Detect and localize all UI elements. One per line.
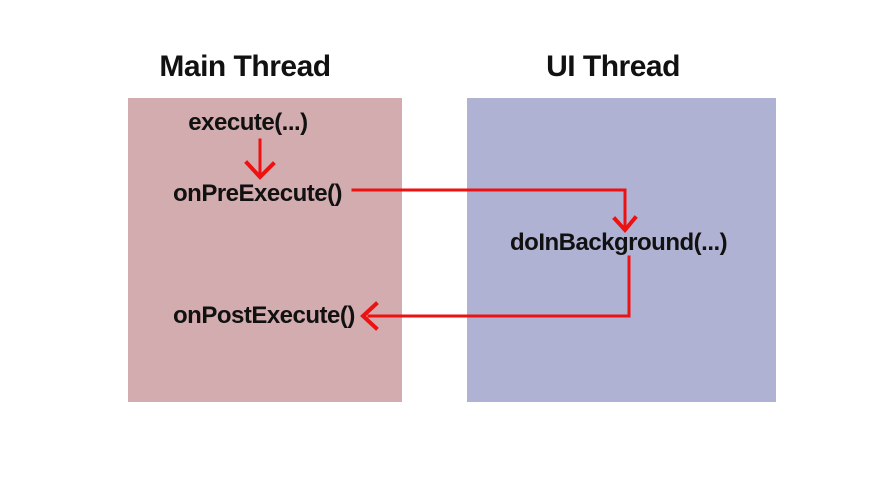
column-title-main-thread: Main Thread bbox=[159, 50, 331, 83]
column-title-ui-thread: UI Thread bbox=[546, 50, 680, 83]
main-thread-box bbox=[128, 98, 402, 402]
label-do-in-background: doInBackground(...) bbox=[510, 229, 728, 256]
label-on-pre-execute: onPreExecute() bbox=[173, 180, 343, 207]
label-execute: execute(...) bbox=[188, 109, 308, 136]
label-on-post-execute: onPostExecute() bbox=[173, 302, 355, 329]
ui-thread-box bbox=[467, 98, 776, 402]
